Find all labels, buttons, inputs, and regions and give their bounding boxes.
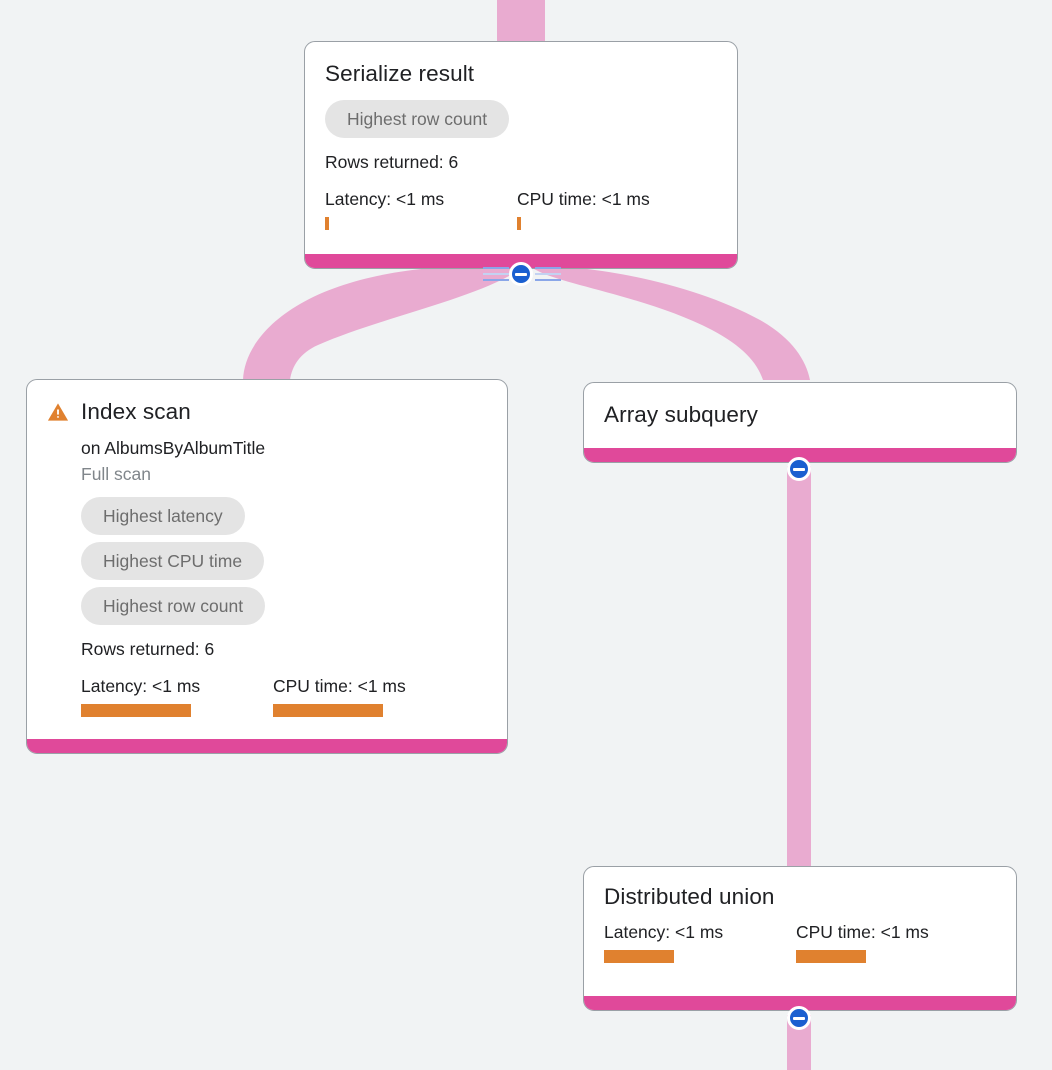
metrics-row: Latency: <1 ms CPU time: <1 ms xyxy=(81,675,487,717)
node-body: Array subquery xyxy=(584,383,1016,448)
metric-cpu-time-bar xyxy=(517,217,521,230)
metric-latency: Latency: <1 ms xyxy=(325,188,517,230)
edge-array-subquery-to-distributed-union xyxy=(787,466,811,874)
plan-node-serialize-result[interactable]: Serialize result Highest row count Rows … xyxy=(304,41,738,269)
badge-list: Highest latency Highest CPU time Highest… xyxy=(81,497,487,625)
node-title-row: Distributed union xyxy=(604,883,996,911)
plan-node-array-subquery[interactable]: Array subquery xyxy=(583,382,1017,463)
metrics-row: Latency: <1 ms CPU time: <1 ms xyxy=(325,188,717,230)
edge-parent-to-serialize-result xyxy=(497,0,545,44)
node-accent-footer xyxy=(305,254,737,268)
plan-node-distributed-union[interactable]: Distributed union Latency: <1 ms CPU tim… xyxy=(583,866,1017,1011)
metric-latency-label: Latency: <1 ms xyxy=(81,676,201,696)
node-title: Distributed union xyxy=(604,884,775,909)
metric-latency-bar xyxy=(325,217,329,230)
edge-serialize-result-to-array-subquery xyxy=(528,265,810,380)
minus-icon xyxy=(793,467,805,471)
metric-latency: Latency: <1 ms xyxy=(81,675,273,717)
node-title-row: Serialize result xyxy=(325,60,717,88)
rows-returned-label: Rows returned: 6 xyxy=(81,639,215,659)
metric-cpu-time: CPU time: <1 ms xyxy=(273,675,406,717)
metric-cpu-time-bar xyxy=(273,704,383,717)
node-title: Serialize result xyxy=(325,61,475,86)
node-body: Distributed union Latency: <1 ms CPU tim… xyxy=(584,867,1016,996)
node-title: Array subquery xyxy=(604,402,758,427)
badge-highest-row-count: Highest row count xyxy=(81,587,266,625)
toggle-distributed-union[interactable] xyxy=(787,1006,811,1030)
metric-latency-label: Latency: <1 ms xyxy=(325,189,445,209)
node-title: Index scan xyxy=(81,399,191,424)
badge-highest-row-count: Highest row count xyxy=(325,100,510,138)
plan-node-index-scan[interactable]: Index scan on AlbumsByAlbumTitle Full sc… xyxy=(26,379,508,754)
metrics-row: Latency: <1 ms CPU time: <1 ms xyxy=(604,921,996,963)
toggle-array-subquery[interactable] xyxy=(787,457,811,481)
warning-triangle-icon xyxy=(47,403,69,421)
rows-returned-label: Rows returned: 6 xyxy=(325,152,459,172)
node-title-row: Array subquery xyxy=(604,401,996,429)
metric-cpu-time: CPU time: <1 ms xyxy=(517,188,650,230)
metric-latency-label: Latency: <1 ms xyxy=(604,922,724,942)
node-accent-footer xyxy=(584,996,1016,1010)
node-subtitle: on AlbumsByAlbumTitle xyxy=(81,438,266,458)
metric-cpu-time-label: CPU time: <1 ms xyxy=(273,676,406,696)
badge-highest-cpu-time: Highest CPU time xyxy=(81,542,265,580)
node-scan-type: Full scan xyxy=(81,464,152,484)
node-accent-footer xyxy=(27,739,507,753)
metric-cpu-time-label: CPU time: <1 ms xyxy=(517,189,650,209)
minus-icon xyxy=(793,1016,805,1020)
toggle-serialize-result[interactable] xyxy=(509,262,533,286)
node-accent-footer xyxy=(584,448,1016,462)
metric-cpu-time-bar xyxy=(796,950,866,963)
minus-icon xyxy=(515,272,527,276)
metric-latency-bar xyxy=(604,950,674,963)
node-body: Serialize result Highest row count Rows … xyxy=(305,42,737,254)
metric-latency-bar xyxy=(81,704,191,717)
node-body: Index scan on AlbumsByAlbumTitle Full sc… xyxy=(27,380,507,739)
metric-cpu-time-label: CPU time: <1 ms xyxy=(796,922,929,942)
metric-latency: Latency: <1 ms xyxy=(604,921,796,963)
badge-highest-latency: Highest latency xyxy=(81,497,245,535)
metric-cpu-time: CPU time: <1 ms xyxy=(796,921,929,963)
badge-list: Highest row count xyxy=(325,100,717,138)
node-title-row: Index scan xyxy=(47,398,487,426)
edge-serialize-result-to-index-scan xyxy=(243,265,516,380)
